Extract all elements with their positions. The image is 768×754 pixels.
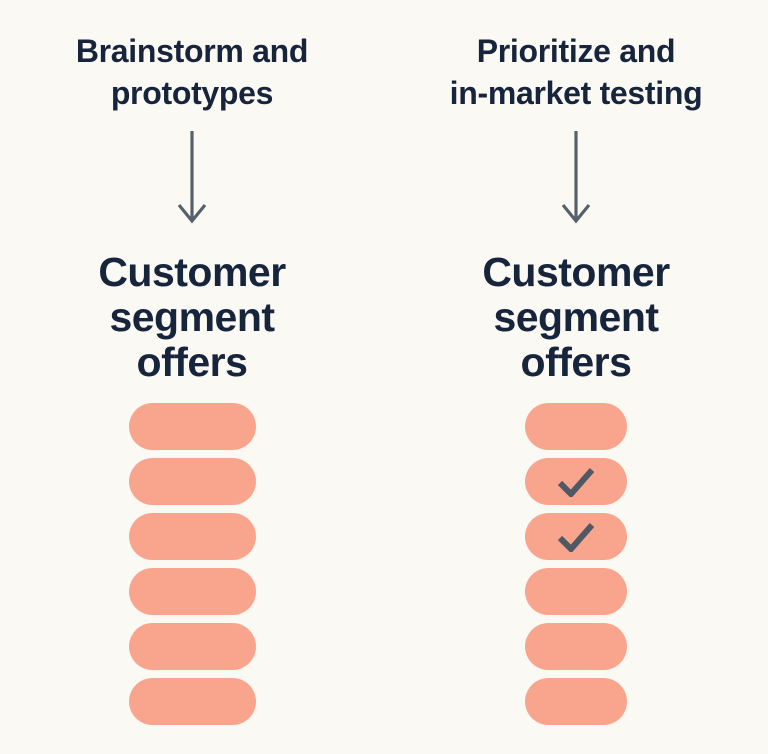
- offer-pill: [128, 678, 256, 725]
- offer-pill-checked: [525, 458, 627, 505]
- down-arrow-icon: [558, 130, 594, 224]
- column-heading: Prioritize and in-market testing: [449, 33, 703, 111]
- offer-pill: [525, 678, 627, 725]
- offer-pill: [128, 623, 256, 670]
- offer-pill: [128, 568, 256, 615]
- offer-pill-stack: [128, 403, 256, 725]
- offer-pill-checked: [525, 513, 627, 560]
- checkmark-icon: [557, 522, 595, 552]
- offer-pill-stack: [525, 403, 627, 725]
- offer-pill: [525, 403, 627, 450]
- column-brainstorm: Brainstorm and prototypes Customer segme…: [75, 33, 309, 725]
- column-heading: Brainstorm and prototypes: [75, 33, 309, 111]
- offer-pill: [525, 623, 627, 670]
- offer-pill: [525, 568, 627, 615]
- offer-pill: [128, 513, 256, 560]
- checkmark-icon: [557, 467, 595, 497]
- column-subheading: Customer segment offers: [98, 249, 286, 385]
- offer-pill: [128, 403, 256, 450]
- column-prioritize: Prioritize and in-market testing Custome…: [384, 0, 768, 754]
- down-arrow-icon: [174, 130, 210, 224]
- offer-pill: [128, 458, 256, 505]
- column-subheading: Customer segment offers: [482, 249, 670, 385]
